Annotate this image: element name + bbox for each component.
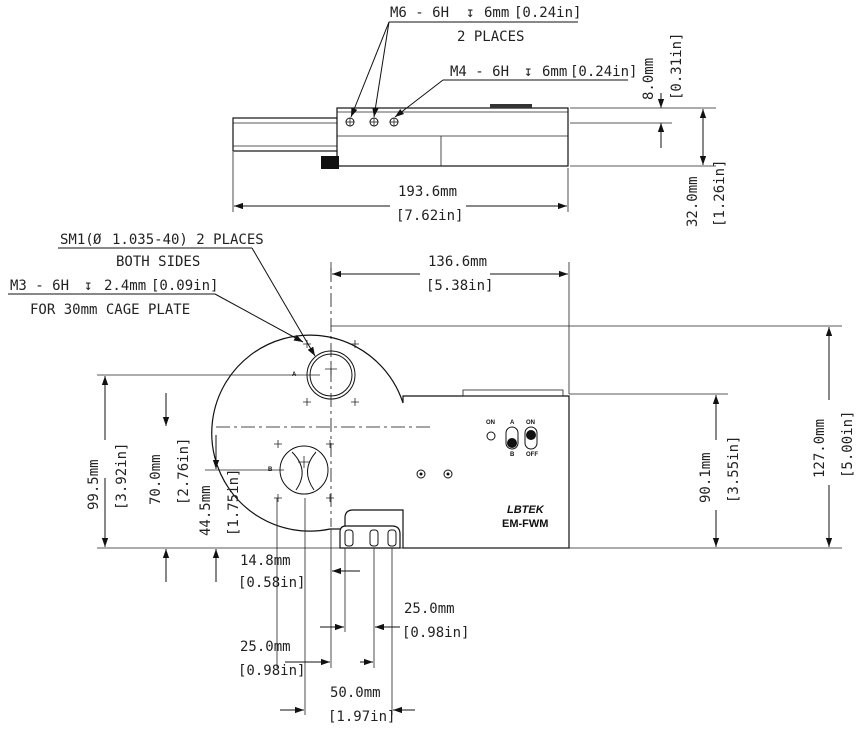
- m3-depth-inch: [0.09in]: [151, 278, 218, 294]
- top-view-rail: [232, 117, 344, 152]
- dim-250a-in: [0.98in]: [238, 663, 305, 679]
- cage-plate-holes: [274, 340, 359, 502]
- dim-148-mm: 14.8mm: [240, 553, 291, 569]
- m6-thread-label: M6 - 6H: [390, 5, 449, 21]
- right-height-dims: 90.1mm [3.55in] 127.0mm [5.00in]: [331, 325, 856, 549]
- rear-block: [462, 389, 564, 397]
- m3-note-label: FOR 30mm CAGE PLATE: [30, 302, 190, 318]
- dim-995-in: [3.92in]: [114, 443, 130, 510]
- left-height-dims: 99.5mm [3.92in] 70.0mm [2.76in] 44.5mm […: [86, 374, 340, 582]
- top-height-dims: 8.0mm [0.31in] 32.0mm [1.26in]: [570, 33, 728, 227]
- m4-depth-symbol: ↧: [524, 64, 532, 80]
- dim-500-in: [1.97in]: [328, 709, 395, 725]
- dim-250a-mm: 25.0mm: [240, 639, 291, 655]
- wheel-housing: [211, 334, 570, 549]
- dim-8-in: [0.31in]: [669, 33, 685, 100]
- m3-depth-label: 2.4mm: [104, 278, 146, 294]
- m6-callout: M6 - 6H ↧ 6mm [0.24in] 2 PLACES: [350, 5, 581, 118]
- dim-445-in: [1.75in]: [226, 469, 242, 536]
- dim-8-mm: 8.0mm: [641, 58, 657, 100]
- m4-callout: M4 - 6H ↧ 6mm [0.24in]: [394, 64, 637, 118]
- led-indicator: [486, 431, 496, 441]
- top-view-connector: [321, 156, 339, 169]
- m4-thread-label: M4 - 6H: [450, 64, 509, 80]
- switch-ab-top: A: [510, 420, 515, 426]
- length-dim: 193.6mm [7.62in]: [232, 152, 569, 224]
- dim-193-in: [7.62in]: [396, 208, 463, 224]
- dim-1270-mm: 127.0mm: [812, 419, 828, 478]
- dim-500-mm: 50.0mm: [330, 685, 381, 701]
- dim-148-in: [0.58in]: [238, 575, 305, 591]
- sm1-thread-label: SM1(: [60, 232, 94, 248]
- m6-depth-symbol: ↧: [466, 5, 474, 21]
- sm1-callout: SM1( Ø 1.035-40) 2 PLACES BOTH SIDES: [58, 232, 316, 357]
- switch-on-label: ON: [526, 420, 535, 426]
- dim-995-mm: 99.5mm: [86, 459, 102, 510]
- connector-1: [416, 469, 426, 479]
- switch-off-label: OFF: [526, 452, 538, 458]
- m3-thread-label: M3 - 6H: [10, 278, 69, 294]
- top-view-body: [336, 107, 569, 167]
- front-view: A B ON A B ON OFF LBTEK EM-FWM: [211, 268, 570, 549]
- switch-onoff: ON OFF: [524, 420, 538, 458]
- dim-250b-mm: 25.0mm: [404, 601, 455, 617]
- dim-136-mm: 136.6mm: [428, 254, 487, 270]
- switch-ab-bottom: B: [510, 452, 515, 458]
- dim-901-mm: 90.1mm: [698, 452, 714, 503]
- m4-depth-label: 6mm: [542, 64, 567, 80]
- dim-136-in: [5.38in]: [426, 278, 493, 294]
- model-label: EM-FWM: [502, 518, 548, 530]
- m4-depth-inch: [0.24in]: [570, 64, 637, 80]
- dim-193-mm: 193.6mm: [398, 184, 457, 200]
- sm1-spec-label: 1.035-40) 2 PLACES: [112, 232, 264, 248]
- dim-901-in: [3.55in]: [726, 436, 742, 503]
- m6-depth-inch: [0.24in]: [514, 5, 581, 21]
- m3-depth-symbol: ↧: [84, 278, 92, 294]
- brand-logo: LBTEK: [507, 504, 545, 516]
- connector-2: [443, 469, 453, 479]
- dim-32-in: [1.26in]: [712, 160, 728, 227]
- dim-700-in: [2.76in]: [176, 438, 192, 505]
- bottom-spacing-dims: 14.8mm [0.58in] 25.0mm [0.98in] 25.0mm […: [238, 498, 469, 725]
- m6-places-label: 2 PLACES: [457, 29, 524, 45]
- top-view: [232, 104, 569, 169]
- sm1-sides-label: BOTH SIDES: [116, 254, 200, 270]
- m6-depth-label: 6mm: [484, 5, 509, 21]
- dim-700-mm: 70.0mm: [148, 454, 164, 505]
- dim-32-mm: 32.0mm: [685, 176, 701, 227]
- led-label: ON: [486, 420, 495, 426]
- width-136-dim: 136.6mm [5.38in]: [330, 254, 570, 394]
- m3-callout: M3 - 6H ↧ 2.4mm [0.09in] FOR 30mm CAGE P…: [8, 278, 304, 343]
- top-view-buttons: [490, 104, 532, 108]
- diameter-symbol: Ø: [93, 232, 102, 248]
- dim-250b-in: [0.98in]: [402, 625, 469, 641]
- dim-1270-in: [5.00in]: [840, 411, 856, 478]
- dim-445-mm: 44.5mm: [198, 485, 214, 536]
- switch-ab: A B: [505, 420, 519, 458]
